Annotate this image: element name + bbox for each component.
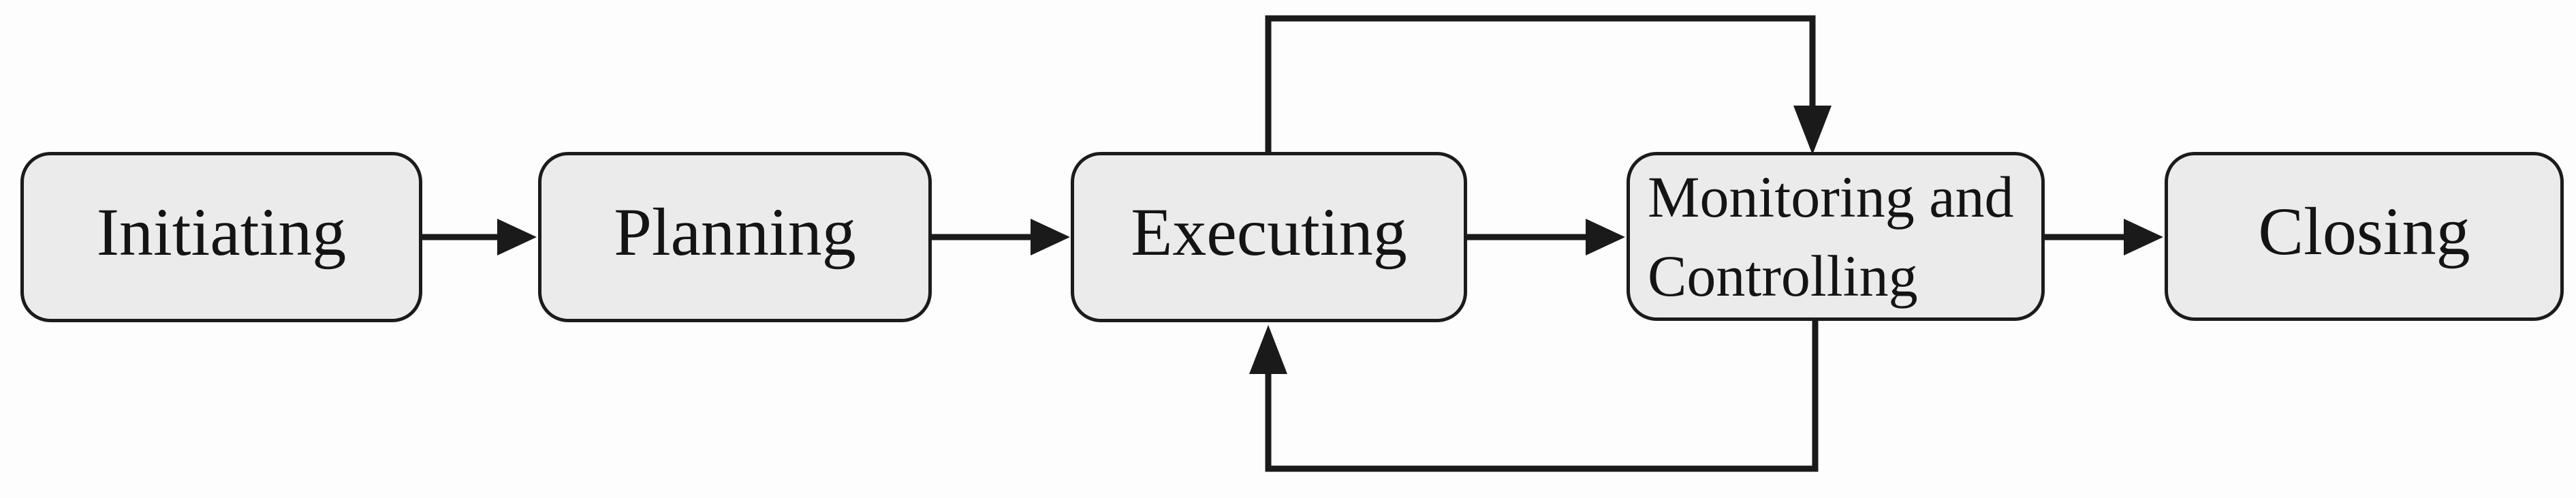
node-initiating: Initiating	[20, 152, 422, 322]
node-executing-label: Executing	[1131, 194, 1407, 270]
arrow-executing-to-monitoring	[1466, 219, 1625, 255]
node-closing: Closing	[2165, 152, 2564, 321]
node-closing-label: Closing	[2258, 193, 2470, 269]
feedback-loop-top	[1265, 15, 1832, 155]
arrow-planning-to-executing	[930, 219, 1070, 255]
node-monitoring-and-controlling-label: Monitoring and Controlling	[1648, 164, 2014, 309]
feedback-loop-bottom	[1249, 321, 1819, 472]
arrow-monitoring-to-closing	[2043, 219, 2163, 255]
node-executing: Executing	[1071, 152, 1467, 322]
node-initiating-label: Initiating	[96, 194, 347, 270]
arrow-initiating-to-planning	[421, 219, 537, 255]
node-planning: Planning	[538, 152, 932, 322]
node-planning-label: Planning	[614, 194, 856, 270]
node-monitoring-and-controlling: Monitoring and Controlling	[1627, 152, 2045, 321]
